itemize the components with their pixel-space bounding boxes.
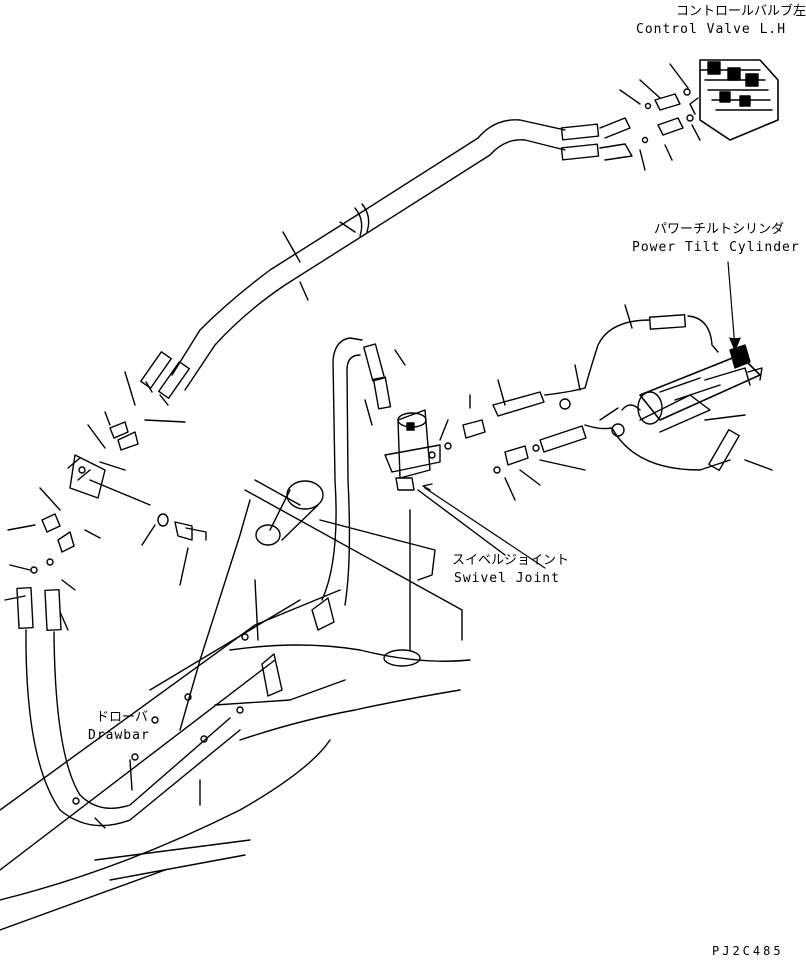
control-valve xyxy=(619,59,779,171)
drawing-code: PJ2C485 xyxy=(712,944,784,958)
drawbar-label-en: Drawbar xyxy=(88,728,150,743)
drawbar-label-jp: ドローバ xyxy=(96,710,148,725)
swivel-pointer xyxy=(422,483,546,569)
swivel-joint-label-en: Swivel Joint xyxy=(454,571,560,586)
swivel-joint xyxy=(364,349,587,556)
drawbar-frame xyxy=(0,479,471,931)
left-fittings xyxy=(4,371,207,631)
control-valve-label-jp: コントロールバルブ左 xyxy=(676,4,806,19)
power-tilt-label-jp: パワーチルトシリンダ xyxy=(654,222,785,237)
power-tilt-cylinder xyxy=(599,261,763,433)
control-valve-label-en: Control Valve L.H xyxy=(636,22,787,37)
power-tilt-label-en: Power Tilt Cylinder xyxy=(632,240,800,255)
swivel-joint-label-jp: スイベルジョイント xyxy=(452,553,570,568)
tilt-hoses xyxy=(544,304,773,472)
swivel-hose xyxy=(321,337,392,606)
main-hose xyxy=(140,117,633,406)
drawbar-hose xyxy=(16,586,241,827)
